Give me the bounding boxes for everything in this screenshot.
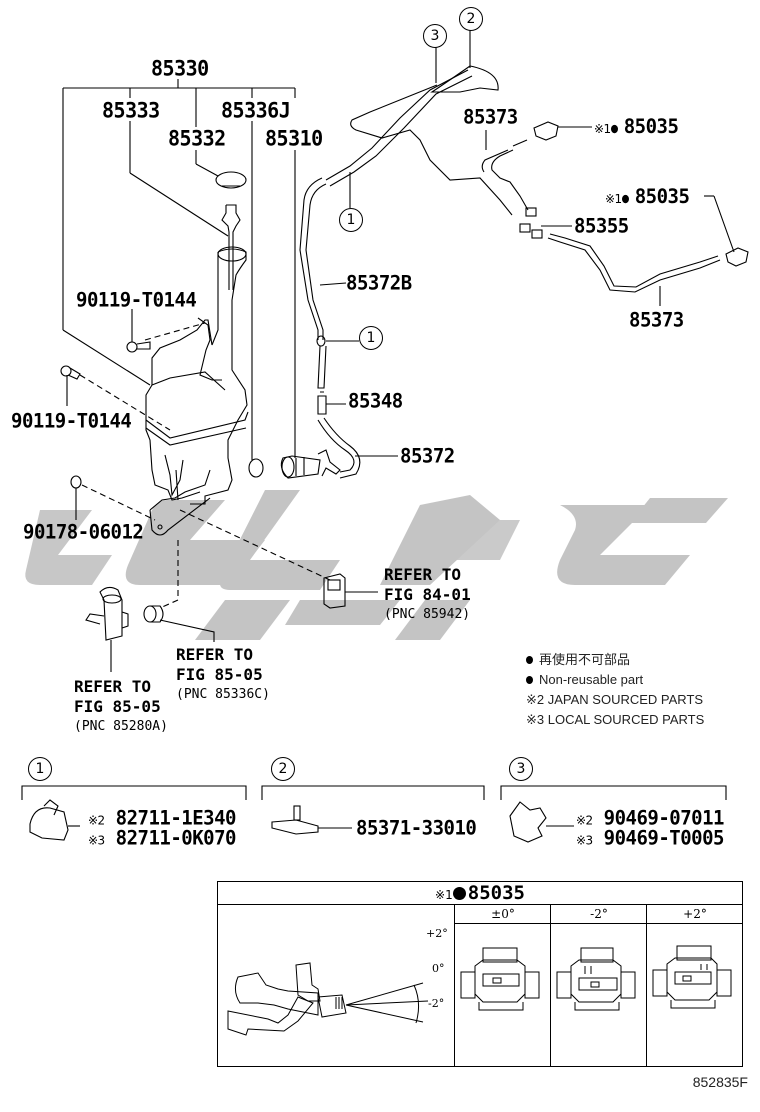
ref-line-2: FIG 84-01	[384, 585, 471, 604]
part-label-bolt-lower: 90119-T0144	[11, 409, 132, 433]
callout-2: 2	[459, 7, 483, 31]
angle-up-label: +2°	[426, 927, 448, 940]
legend-text: LOCAL SOURCED PARTS	[547, 712, 705, 727]
inset-column-minus2: -2°	[550, 905, 647, 1066]
ref-pnc: (PNC 85280A)	[74, 719, 168, 734]
legend-non-reusable-en: Non-reusable part	[526, 670, 704, 690]
callout-3: 3	[423, 24, 447, 48]
mark-1: ※1	[435, 888, 453, 902]
part-label-bolt-upper: 90119-T0144	[76, 288, 197, 312]
part-number: 82711-1E340	[115, 806, 237, 830]
callout-1-upper: 1	[339, 208, 363, 232]
part-label-85355: 85355	[574, 214, 629, 238]
ref-line-1: REFER TO	[176, 645, 254, 664]
detail-callout-1: 1	[28, 757, 52, 781]
part-label-85310: 85310	[265, 125, 323, 151]
part-label-85035-right: ※1 85035	[605, 185, 690, 209]
non-reusable-dot-icon	[526, 676, 533, 684]
inset-title: ※1 85035	[218, 882, 742, 905]
non-reusable-dot-icon	[526, 656, 533, 664]
mark: ※2	[88, 812, 105, 828]
part-number: 82711-0K070	[115, 826, 237, 850]
detail-1-line-1: ※2 82711-1E340	[88, 806, 237, 830]
ref-pnc: (PNC 85336C)	[176, 687, 270, 702]
ref-pnc: (PNC 85942)	[384, 607, 471, 622]
detail-callout-3: 3	[509, 757, 533, 781]
legend-non-reusable-jp: 再使用不可部品	[526, 650, 704, 670]
angle-zero-label: 0°	[432, 962, 445, 975]
legend-text: 再使用不可部品	[539, 652, 631, 667]
mark-3: ※3	[526, 712, 545, 727]
detail-callout-2: 2	[271, 757, 295, 781]
reference-fig-85-05-85336C: REFER TO FIG 85-05 (PNC 85336C)	[176, 645, 270, 705]
part-label-85330: 85330	[151, 55, 209, 81]
angle-down-label: -2°	[428, 997, 445, 1010]
mark: ※3	[88, 832, 105, 848]
ref-line-2: FIG 85-05	[74, 697, 161, 716]
part-number: 85035	[623, 115, 679, 139]
mark: ※2	[576, 812, 593, 828]
mark: ※3	[576, 832, 593, 848]
part-label-85332: 85332	[168, 125, 226, 151]
non-reusable-dot-icon	[610, 124, 618, 134]
part-label-85372: 85372	[400, 444, 455, 468]
legend-local-sourced: ※3 LOCAL SOURCED PARTS	[526, 710, 704, 730]
part-number: 90469-T0005	[603, 826, 725, 850]
part-number: 85035	[634, 185, 690, 209]
reference-fig-84-01: REFER TO FIG 84-01 (PNC 85942)	[384, 565, 471, 625]
part-label-85333: 85333	[102, 97, 160, 123]
jet-front-view-minus2	[556, 947, 636, 1011]
mark-1: ※1	[605, 191, 622, 207]
part-label-85035-top: ※1 85035	[594, 115, 679, 139]
inset-column-plus2: +2°	[646, 905, 743, 1066]
mark-1: ※1	[594, 121, 611, 137]
column-label: ±0°	[455, 905, 551, 924]
column-label: +2°	[647, 905, 743, 924]
jet-adjustment-inset: ※1 85035 +2° 0° -2° ±0°	[217, 881, 743, 1067]
ref-line-2: FIG 85-05	[176, 665, 263, 684]
part-label-85336J: 85336J	[221, 97, 291, 123]
legend-text: JAPAN SOURCED PARTS	[547, 692, 704, 707]
part-number: 90469-07011	[603, 806, 725, 830]
part-label-85373-top: 85373	[463, 105, 518, 129]
detail-2-line-1: 85371-33010	[356, 816, 477, 840]
callout-1-lower: 1	[359, 326, 383, 350]
ref-line-1: REFER TO	[74, 677, 152, 696]
mark-2: ※2	[526, 692, 545, 707]
jet-side-view	[227, 962, 429, 1036]
non-reusable-dot-icon	[621, 194, 629, 204]
part-label-grommet: 90178-06012	[23, 520, 144, 544]
figure-id: 852835F	[692, 1074, 748, 1090]
detail-3-line-1: ※2 90469-07011	[576, 806, 725, 830]
legend: 再使用不可部品 Non-reusable part ※2 JAPAN SOURC…	[526, 650, 704, 730]
reference-fig-85-05-85280A: REFER TO FIG 85-05 (PNC 85280A)	[74, 677, 168, 737]
detail-3-line-2: ※3 90469-T0005	[576, 826, 725, 850]
part-number: 85035	[467, 882, 525, 904]
part-label-85373-bottom: 85373	[629, 308, 684, 332]
ref-line-1: REFER TO	[384, 565, 462, 584]
legend-text: Non-reusable part	[539, 672, 644, 687]
inset-column-zero: ±0°	[454, 905, 551, 1066]
part-label-85372B: 85372B	[346, 271, 412, 295]
column-label: -2°	[551, 905, 647, 924]
jet-front-view-plus2	[652, 945, 732, 1009]
detail-1-line-2: ※3 82711-0K070	[88, 826, 237, 850]
non-reusable-dot-icon	[452, 887, 466, 900]
legend-japan-sourced: ※2 JAPAN SOURCED PARTS	[526, 690, 704, 710]
jet-front-view-zero	[460, 947, 540, 1011]
part-label-85348: 85348	[348, 389, 403, 413]
